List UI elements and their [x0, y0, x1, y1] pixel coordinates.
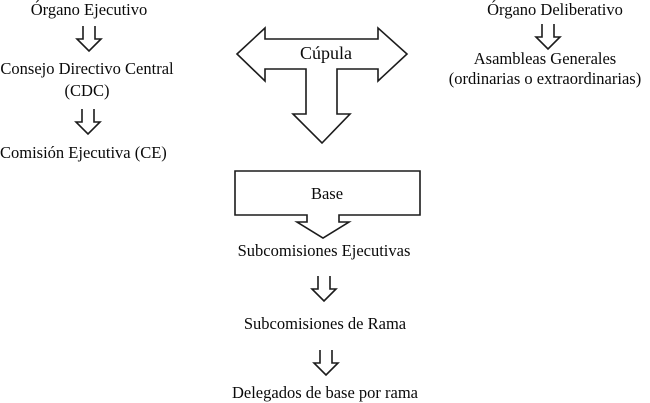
cdc-node: Consejo Directivo Central (CDC)	[0, 58, 177, 102]
base-delegates-node: Delegados de base por rama	[231, 383, 418, 402]
down-arrow-icon	[534, 24, 562, 51]
executive-branch-title: Órgano Ejecutivo	[30, 0, 148, 19]
cupula-label: Cúpula	[300, 43, 352, 63]
ce-node: Comisión Ejecutiva (CE)	[0, 143, 167, 162]
cupula-three-way-arrow-icon	[235, 26, 409, 145]
cdc-node-line2: (CDC)	[64, 81, 110, 100]
down-arrow-icon	[312, 350, 340, 377]
deliberative-branch-title: Órgano Deliberativo	[487, 0, 623, 19]
base-label: Base	[310, 184, 344, 203]
down-arrow-icon	[310, 276, 338, 303]
assemblies-node-line2: (ordinarias o extraordinarias)	[448, 69, 642, 88]
down-arrow-icon	[74, 109, 102, 136]
executive-subcommittees-node: Subcomisiones Ejecutivas	[237, 241, 411, 260]
cdc-node-line1: Consejo Directivo Central	[0, 59, 174, 78]
down-arrow-icon	[75, 26, 103, 53]
assemblies-node: Asambleas Generales (ordinarias o extrao…	[436, 49, 650, 89]
assemblies-node-line1: Asambleas Generales	[473, 49, 617, 68]
branch-subcommittees-node: Subcomisiones de Rama	[243, 314, 407, 333]
base-box-with-arrow	[234, 170, 421, 239]
